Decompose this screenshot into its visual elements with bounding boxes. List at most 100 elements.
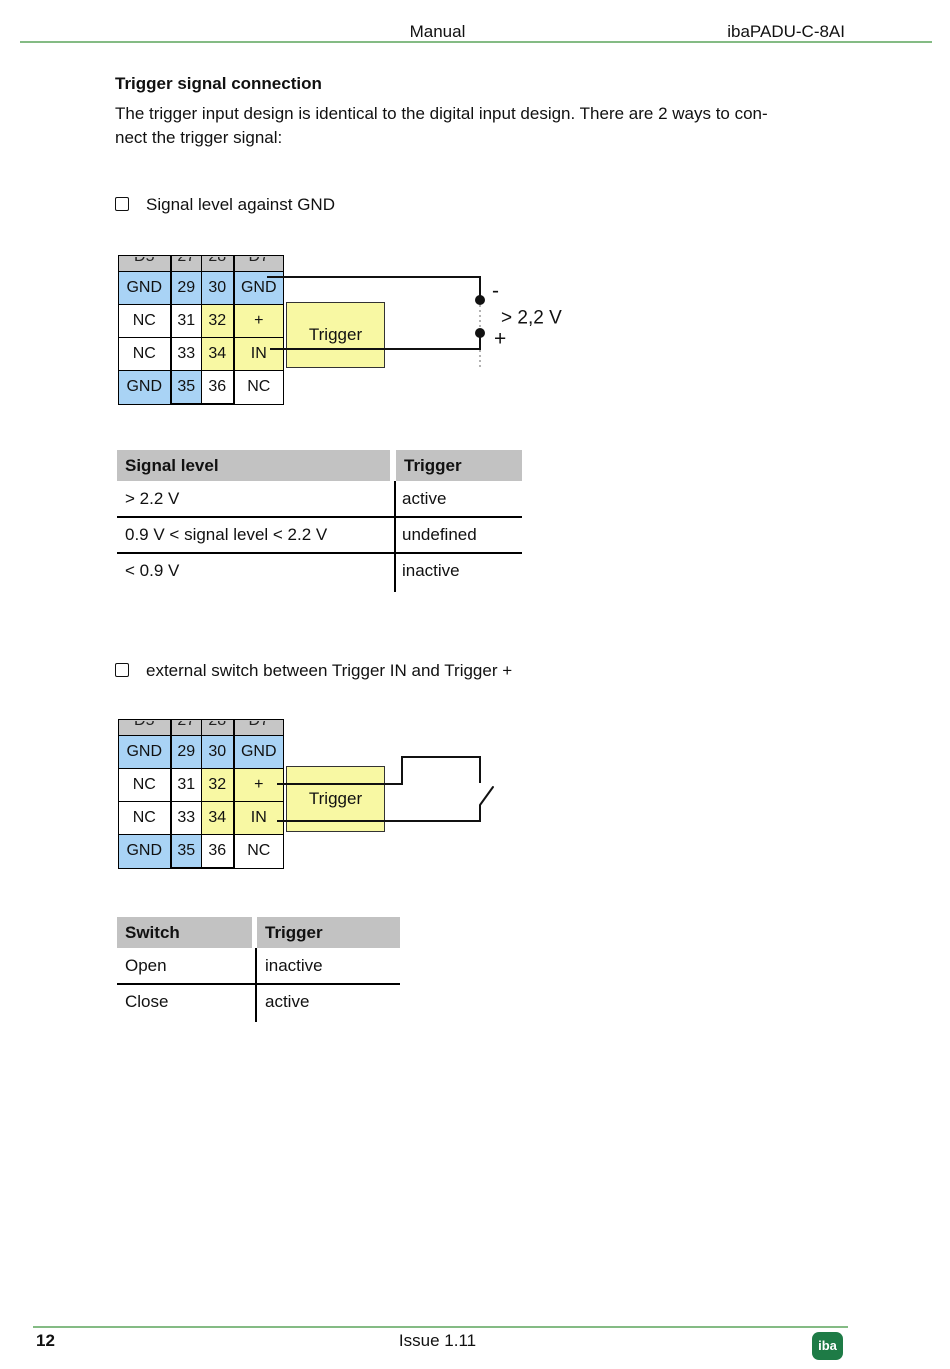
- terminal-cell: D7: [232, 255, 284, 272]
- terminal-row: NC 31 32 +: [118, 304, 284, 338]
- terminal-cell: 32: [201, 768, 234, 802]
- terminal-cell: GND: [118, 370, 171, 405]
- terminal-cell: NC: [118, 801, 171, 835]
- switch-table: Switch Trigger Open inactive Close activ…: [117, 917, 400, 1022]
- terminal-cell: 29: [169, 735, 202, 769]
- terminal-cell: NC: [118, 304, 171, 338]
- header-doc-type: Manual: [409, 22, 466, 41]
- terminal-row: GND 29 30 GND: [118, 271, 284, 305]
- intro-line-1: The trigger input design is identical to…: [115, 104, 768, 123]
- terminal-cell: 27: [169, 719, 202, 736]
- bullet-square-icon: [115, 663, 129, 677]
- signal-level-header: Signal level: [117, 450, 390, 481]
- table-column-divider: [394, 481, 396, 592]
- terminal-cell: 28: [201, 719, 234, 736]
- voltage-label: > 2,2 V: [501, 308, 562, 329]
- table-cell: Close: [125, 992, 169, 1011]
- bullet-square-icon: [115, 197, 129, 211]
- diagram-signal-level: D5 27 28 D7 GND 29 30 GND NC 31 32 + NC …: [118, 255, 588, 405]
- terminal-cell: 36: [201, 370, 234, 405]
- terminal-table: D5 27 28 D7 GND 29 30 GND NC 31 32 + NC …: [118, 255, 284, 405]
- trigger-box: Trigger: [286, 766, 385, 832]
- table-rule: [117, 983, 400, 985]
- trigger-box-label: Trigger: [308, 325, 363, 344]
- terminal-cell: NC: [118, 768, 171, 802]
- terminal-cell: 33: [169, 801, 202, 835]
- terminal-cell: NC: [232, 370, 284, 405]
- terminal-cell: D5: [118, 255, 171, 272]
- terminal-cell: 31: [169, 304, 202, 338]
- terminal-cell: GND: [118, 271, 171, 305]
- terminal-table: D5 27 28 D7 GND 29 30 GND NC 31 32 + NC …: [118, 719, 284, 869]
- bullet-external-switch-label: external switch between Trigger IN and T…: [146, 661, 513, 680]
- terminal-row: GND 35 36 NC: [118, 370, 284, 405]
- bullet-external-switch: external switch between Trigger IN and T…: [115, 661, 512, 681]
- plus-label: +: [494, 328, 506, 351]
- terminal-cell: NC: [118, 337, 171, 371]
- terminal-cell: +: [232, 768, 284, 802]
- table-column-divider: [255, 948, 257, 1022]
- footer-divider: [33, 1326, 848, 1328]
- issue-label: Issue 1.11: [398, 1331, 477, 1350]
- table-cell: active: [265, 992, 310, 1011]
- table-rule: [117, 552, 522, 554]
- gnd-wire: [267, 276, 481, 300]
- terminal-row: NC 33 34 IN: [118, 337, 284, 371]
- trigger-header: Trigger: [396, 450, 522, 481]
- terminal-cell: NC: [232, 834, 284, 869]
- terminal-cell: D5: [118, 719, 171, 736]
- table-cell: active: [402, 489, 447, 508]
- diagram-external-switch: D5 27 28 D7 GND 29 30 GND NC 31 32 + NC …: [118, 719, 588, 869]
- terminal-cell: 28: [201, 255, 234, 272]
- table-cell: < 0.9 V: [125, 561, 180, 580]
- terminal-cell: 30: [201, 271, 234, 305]
- table-cell: inactive: [265, 956, 323, 975]
- terminal-cell: GND: [232, 735, 284, 769]
- terminal-cell: 30: [201, 735, 234, 769]
- iba-logo: iba: [812, 1332, 843, 1360]
- terminal-cell: 36: [201, 834, 234, 869]
- terminal-cell: 34: [201, 337, 234, 371]
- terminal-cell: D7: [232, 719, 284, 736]
- table-cell: 0.9 V < signal level < 2.2 V: [125, 525, 328, 544]
- switch-blade: [479, 786, 494, 806]
- intro-paragraph: The trigger input design is identical to…: [115, 102, 860, 150]
- table-rule: [117, 516, 522, 518]
- terminal-cell: 27: [169, 255, 202, 272]
- terminal-row: GND 35 36 NC: [118, 834, 284, 869]
- bullet-signal-level: Signal level against GND: [115, 195, 335, 215]
- terminal-cell: 35: [169, 834, 202, 869]
- terminal-cell: 33: [169, 337, 202, 371]
- signal-level-table: Signal level Trigger > 2.2 V active 0.9 …: [117, 450, 522, 592]
- intro-line-2: nect the trigger signal:: [115, 128, 283, 147]
- page-number: 12: [36, 1331, 55, 1350]
- terminal-cell: +: [232, 304, 284, 338]
- trigger-box: Trigger: [286, 302, 385, 368]
- terminal-cell: 34: [201, 801, 234, 835]
- terminal-cell: 29: [169, 271, 202, 305]
- plus-terminal-dot: [475, 328, 485, 338]
- terminal-cell: 31: [169, 768, 202, 802]
- terminal-cell: GND: [118, 735, 171, 769]
- terminal-cell: IN: [232, 801, 284, 835]
- terminal-row-clipped: D5 27 28 D7: [118, 255, 284, 272]
- terminal-cell: 32: [201, 304, 234, 338]
- terminal-cell: GND: [232, 271, 284, 305]
- header-product-name: ibaPADU-C-8AI: [727, 22, 845, 41]
- table-cell: Open: [125, 956, 167, 975]
- terminal-row: NC 33 34 IN: [118, 801, 284, 835]
- terminal-row: GND 29 30 GND: [118, 735, 284, 769]
- switch-header: Switch: [117, 917, 252, 948]
- header-divider: [20, 41, 932, 43]
- table-cell: > 2.2 V: [125, 489, 180, 508]
- terminal-row-clipped: D5 27 28 D7: [118, 719, 284, 736]
- table-cell: undefined: [402, 525, 477, 544]
- table-cell: inactive: [402, 561, 460, 580]
- terminal-row: NC 31 32 +: [118, 768, 284, 802]
- section-title: Trigger signal connection: [115, 74, 322, 93]
- terminal-cell: GND: [118, 834, 171, 869]
- terminal-cell: IN: [232, 337, 284, 371]
- trigger-header: Trigger: [257, 917, 400, 948]
- terminal-cell: 35: [169, 370, 202, 405]
